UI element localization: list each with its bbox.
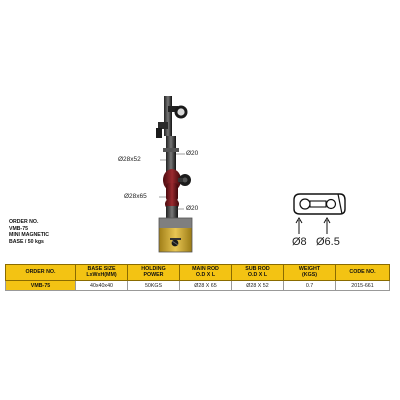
center-joint <box>163 169 191 201</box>
cell-main-rod: Ø28 X 65 <box>179 280 232 291</box>
cell-base-size: 40x40x40 <box>75 280 128 291</box>
magnetic-base <box>158 217 193 253</box>
table-row: VMB-75 40x40x40 50KGS Ø28 X 65 Ø28 X 52 … <box>5 280 390 291</box>
upper-sub-rod <box>166 136 176 172</box>
lower-joint <box>165 198 179 218</box>
cell-order-no: VMB-75 <box>5 280 76 291</box>
mid-diameter-callout: Ø28x65 <box>124 193 147 200</box>
cell-code-no: 2015-661 <box>335 280 390 291</box>
top-rod-callout: Ø20 <box>186 150 199 157</box>
order-info-line: BASE / 50 kgs <box>9 238 44 245</box>
order-info: ORDER NO. VMB-75 MINI MAGNETIC BASE / 50… <box>9 219 49 245</box>
header-weight: WEIGHT(KGS) <box>283 264 336 281</box>
indicator-holder <box>156 96 188 138</box>
cell-sub-rod: Ø28 X 52 <box>231 280 284 291</box>
top-clamp-rod <box>164 96 172 136</box>
order-info-line: MINI MAGNETIC <box>9 232 50 239</box>
order-info-line: ORDER NO. <box>9 219 39 225</box>
top-diameter-callout: Ø28x52 <box>118 156 141 163</box>
mid-rod-callout: Ø20 <box>186 205 199 212</box>
product-illustration <box>156 96 346 253</box>
main-rod <box>166 206 178 218</box>
header-order-no: ORDER NO. <box>5 264 76 281</box>
clamp-detail-drawing <box>293 193 346 234</box>
cell-weight: 0.7 <box>283 280 336 291</box>
clamp-label-left: Ø8 <box>292 236 307 248</box>
clamp-label-right: Ø6.5 <box>316 236 340 248</box>
order-info-line: VMB-75 <box>9 225 29 232</box>
cell-holding-power: 50KGS <box>127 280 180 291</box>
header-code-no: CODE NO. <box>335 264 390 281</box>
